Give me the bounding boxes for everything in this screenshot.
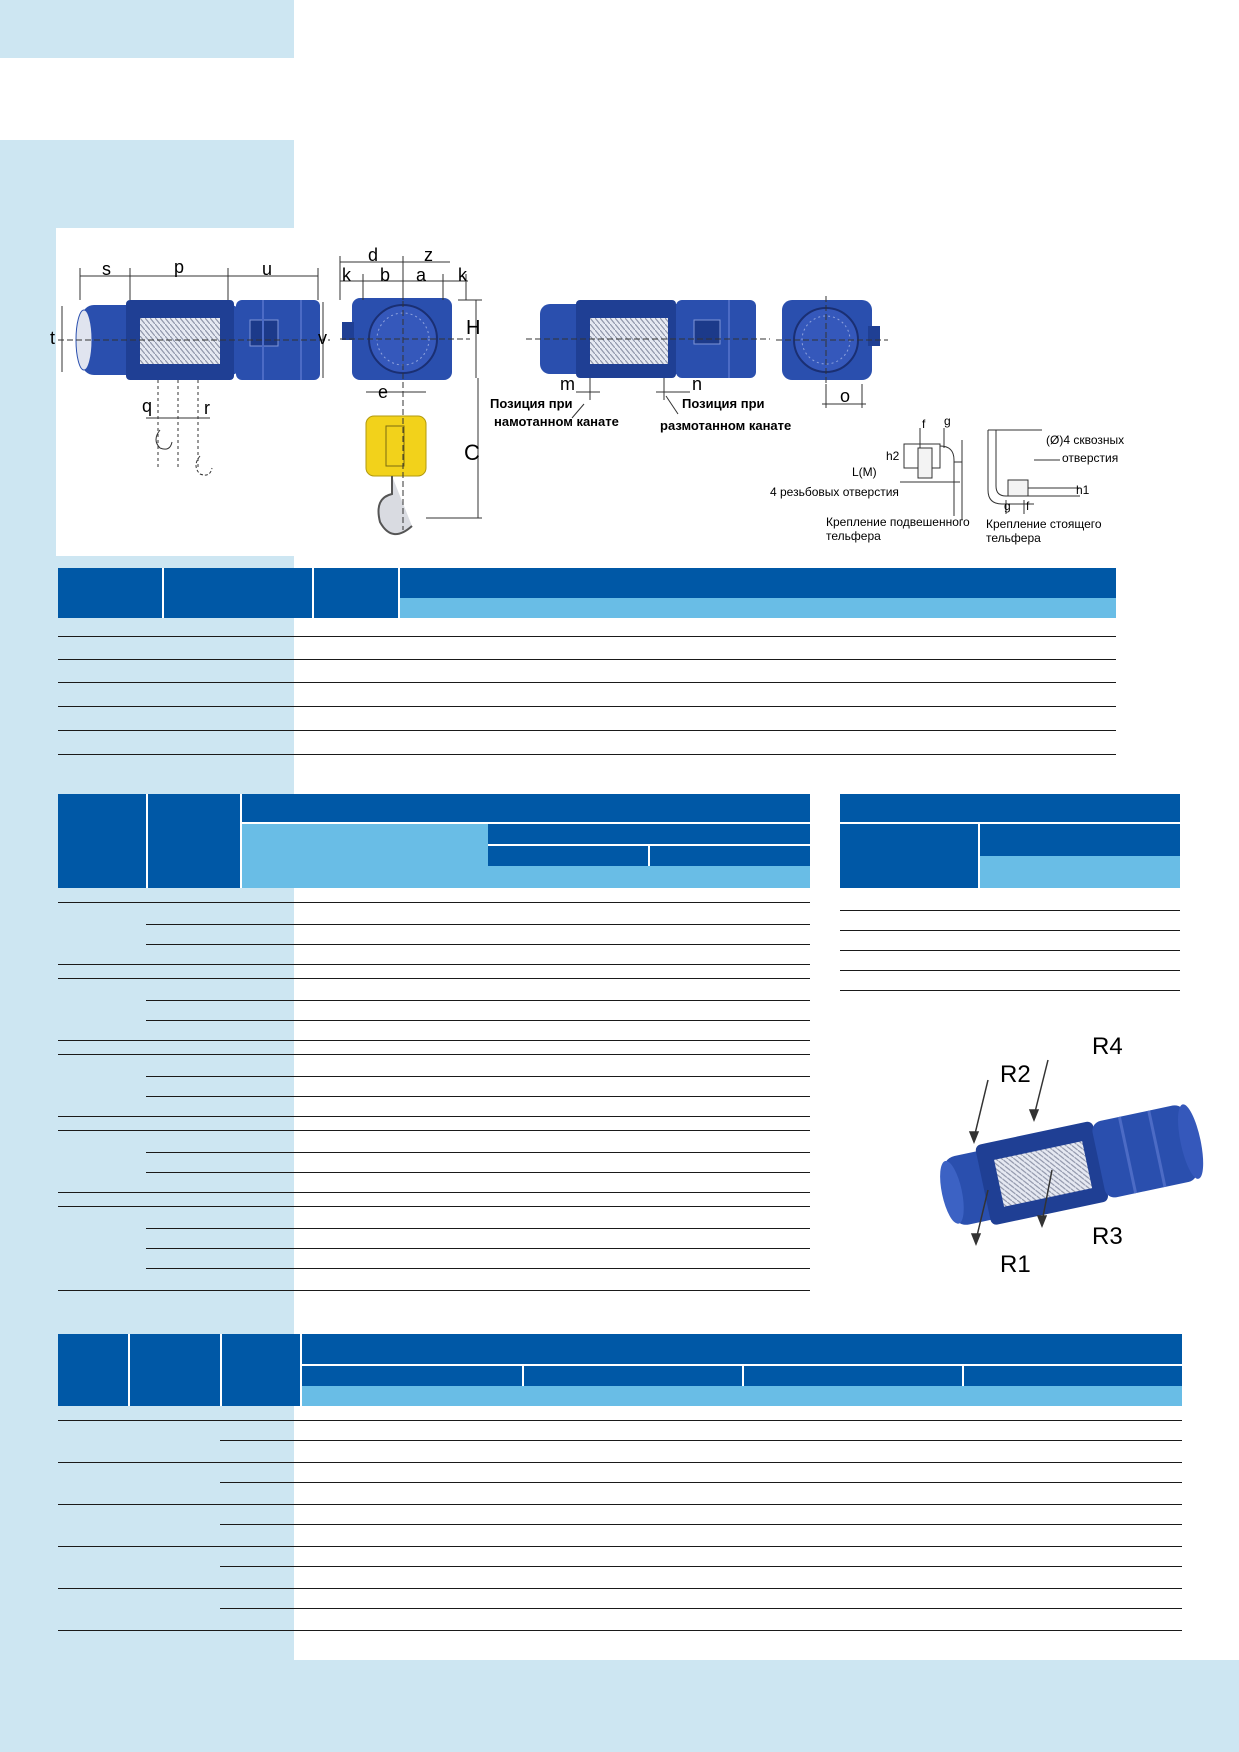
dim-p: p: [174, 257, 184, 277]
dim-b: b: [380, 265, 390, 285]
reaction-r3-label: R3: [1092, 1223, 1123, 1250]
hoist-reaction-illustration: R2 R4 R3 R1: [940, 1033, 1204, 1278]
reaction-r4-label: R4: [1092, 1033, 1123, 1060]
reaction-r2-label: R2: [1000, 1061, 1031, 1088]
dim-f-suspended: f: [922, 417, 926, 431]
dim-h2: h2: [886, 449, 900, 463]
dim-n: n: [692, 374, 702, 394]
dim-u: u: [262, 259, 272, 279]
dim-g-suspended: g: [944, 414, 951, 428]
position-wound-label-1: Позиция при: [490, 396, 573, 411]
table-row: [58, 682, 1116, 683]
bottom-band: [0, 1660, 1239, 1752]
table-header-light: [980, 856, 1180, 888]
dim-z: z: [424, 245, 433, 265]
position-unwound-label-2: размотанном канате: [660, 418, 791, 433]
reaction-table: [840, 794, 1180, 994]
suspended-mount-detail: [900, 428, 963, 520]
top-left-band: [0, 0, 294, 58]
dim-s: s: [102, 259, 111, 279]
dim-v: v: [318, 328, 327, 348]
dim-e: e: [378, 382, 388, 402]
technical-drawing-area: [56, 228, 1176, 556]
threaded-holes-label: 4 резьбовых отверстия: [770, 485, 899, 499]
table-row: [58, 659, 1116, 660]
hoist-side-view: [75, 300, 320, 380]
table-row: [58, 730, 1116, 731]
dim-t: t: [50, 328, 55, 348]
dim-k-right: k: [458, 265, 468, 285]
dim-o: o: [840, 386, 850, 406]
dim-r: r: [204, 398, 210, 418]
dim-m: m: [560, 374, 575, 394]
dim-H: H: [466, 317, 480, 339]
table-row: [58, 754, 1116, 755]
dim-f-standing: f: [1026, 499, 1030, 513]
suspended-mount-caption-1: Крепление подвешенного: [826, 515, 970, 529]
specs-table: [58, 794, 810, 1294]
dim-g-standing: g: [1004, 499, 1011, 513]
dim-k-left: k: [342, 265, 352, 285]
suspended-mount-caption-2: тельфера: [826, 529, 881, 543]
speeds-table: [58, 1334, 1182, 1634]
dim-LM: L(M): [852, 465, 877, 479]
dim-C: C: [464, 440, 480, 465]
through-holes-label-2: отверстия: [1062, 451, 1118, 465]
table-row: [58, 706, 1116, 707]
position-wound-label-2: намотанном канате: [494, 414, 619, 429]
table-row: [58, 636, 1116, 637]
table-header-light: [400, 598, 1116, 618]
standing-mount-detail: [987, 429, 1080, 514]
position-unwound-label-1: Позиция при: [682, 396, 765, 411]
technical-drawing: s p u t v q r d z k b a k H e C: [50, 245, 1124, 545]
standing-mount-caption-2: тельфера: [986, 531, 1041, 545]
reaction-r1-label: R1: [1000, 1251, 1031, 1278]
dim-a: a: [416, 265, 427, 285]
table-header-light: [302, 1386, 1182, 1406]
standing-mount-caption-1: Крепление стоящего: [986, 517, 1102, 531]
dim-q: q: [142, 396, 152, 416]
dim-d: d: [368, 245, 378, 265]
through-holes-label-1: (Ø)4 сквозных: [1046, 433, 1124, 447]
hoist-front-view: [342, 298, 452, 535]
dim-h1: h1: [1076, 483, 1090, 497]
dimensions-table: [58, 568, 1116, 758]
